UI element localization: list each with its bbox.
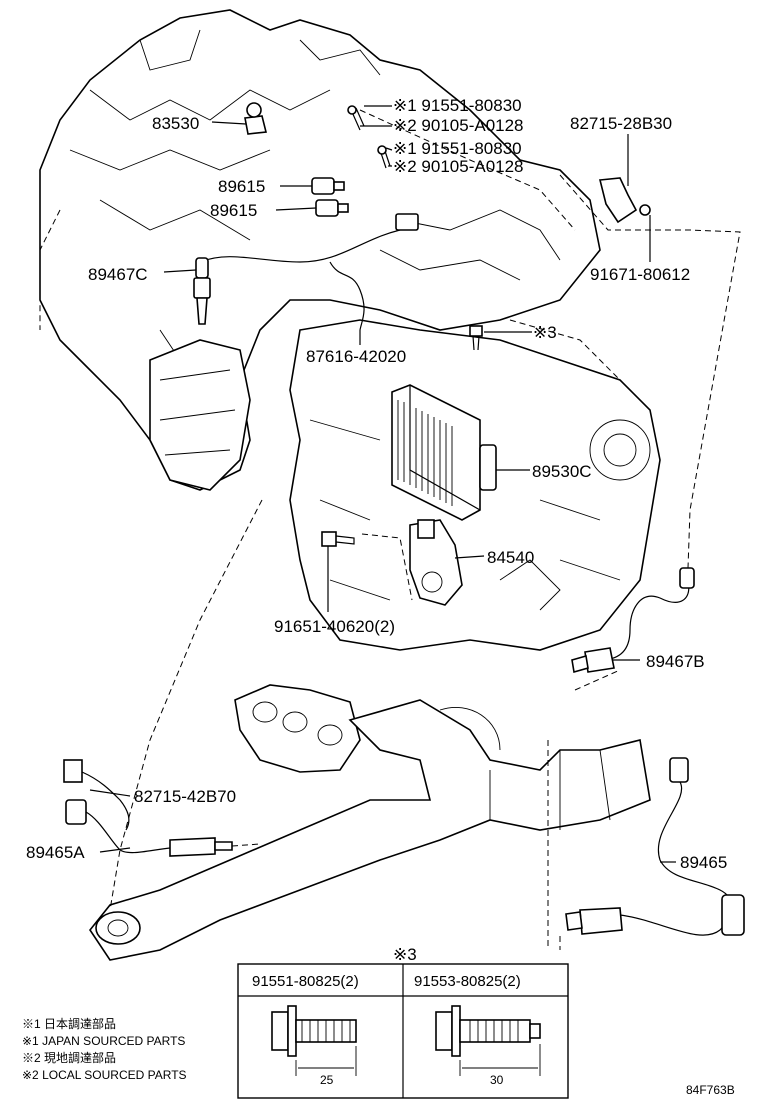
table-right-header: 91553-80825(2) xyxy=(414,973,521,990)
oxygen-sensor-89467C-illustration xyxy=(193,257,211,325)
label-89465A: 89465A xyxy=(26,843,85,862)
harness-connector xyxy=(395,213,419,231)
bolt-mark3-illustration xyxy=(469,325,483,351)
flange-bolt-30-illustration xyxy=(435,1005,541,1076)
note-1-en: ※1 JAPAN SOURCED PARTS xyxy=(22,1034,185,1048)
label-89530C: 89530C xyxy=(532,462,592,481)
exhaust-pipe-illustration xyxy=(89,699,651,961)
label-82715-28B30: 82715-28B30 xyxy=(570,114,672,133)
label-90105-A0128-b: ※2 90105-A0128 xyxy=(393,157,524,176)
oxygen-sensor-89465-illustration xyxy=(565,757,745,936)
label-89615-upper: 89615 xyxy=(218,177,265,196)
dashed-reference-lines xyxy=(39,109,741,950)
fastener-table: ※3 91551-80825(2) 91553-80825(2) 25 xyxy=(237,945,569,1099)
exhaust-gasket-illustration xyxy=(234,684,361,773)
label-90105-A0128-a: ※2 90105-A0128 xyxy=(393,116,524,135)
sensor-89615-upper-illustration xyxy=(311,177,345,195)
part-labels: 83530 ※1 91551-80830 ※2 90105-A0128 ※1 9… xyxy=(26,96,727,872)
label-91551-80830-b: ※1 91551-80830 xyxy=(393,139,522,158)
label-89615-lower: 89615 xyxy=(210,201,257,220)
table-left-header: 91551-80825(2) xyxy=(252,973,359,990)
label-91551-80830-a: ※1 91551-80830 xyxy=(393,96,522,115)
flange-bolt-25-illustration xyxy=(271,1005,357,1076)
label-89467C: 89467C xyxy=(88,265,148,284)
leader-lines xyxy=(89,105,676,863)
label-84540: 84540 xyxy=(487,548,534,567)
wire-harness-87616 xyxy=(199,229,401,331)
engine-block-illustration xyxy=(39,9,601,491)
note-2-ja: ※2 現地調達部品 xyxy=(22,1050,116,1065)
figure-code: 84F763B xyxy=(686,1083,735,1097)
table-mark3: ※3 xyxy=(393,945,417,964)
ecu-module-illustration xyxy=(391,384,497,521)
label-82715-42B70: 82715-42B70 xyxy=(134,787,236,806)
oxygen-sensor-89465A-illustration xyxy=(63,759,233,857)
sensor-83530-illustration xyxy=(244,102,267,135)
neutral-switch-illustration xyxy=(409,519,463,606)
bolt-91651-illustration xyxy=(321,531,355,547)
note-2-en: ※2 LOCAL SOURCED PARTS xyxy=(22,1068,187,1082)
label-91671-80612: 91671-80612 xyxy=(590,265,690,284)
label-89465: 89465 xyxy=(680,853,727,872)
label-89467B: 89467B xyxy=(646,652,705,671)
label-mark3-top: ※3 xyxy=(533,323,557,342)
bracket-82715-28B30-illustration xyxy=(598,177,651,224)
label-83530: 83530 xyxy=(152,114,199,133)
sourcing-notes: ※1 日本調達部品 ※1 JAPAN SOURCED PARTS ※2 現地調達… xyxy=(22,1016,187,1082)
label-91651-40620: 91651-40620(2) xyxy=(274,617,395,636)
bolt-mid-illustration xyxy=(377,145,391,169)
table-right-length: 30 xyxy=(490,1073,504,1087)
table-left-length: 25 xyxy=(320,1073,334,1087)
label-87616-42020: 87616-42020 xyxy=(306,347,406,366)
bolt-upper-illustration xyxy=(347,105,365,131)
note-1-ja: ※1 日本調達部品 xyxy=(22,1016,116,1031)
oxygen-sensor-89467B-illustration xyxy=(571,567,695,674)
